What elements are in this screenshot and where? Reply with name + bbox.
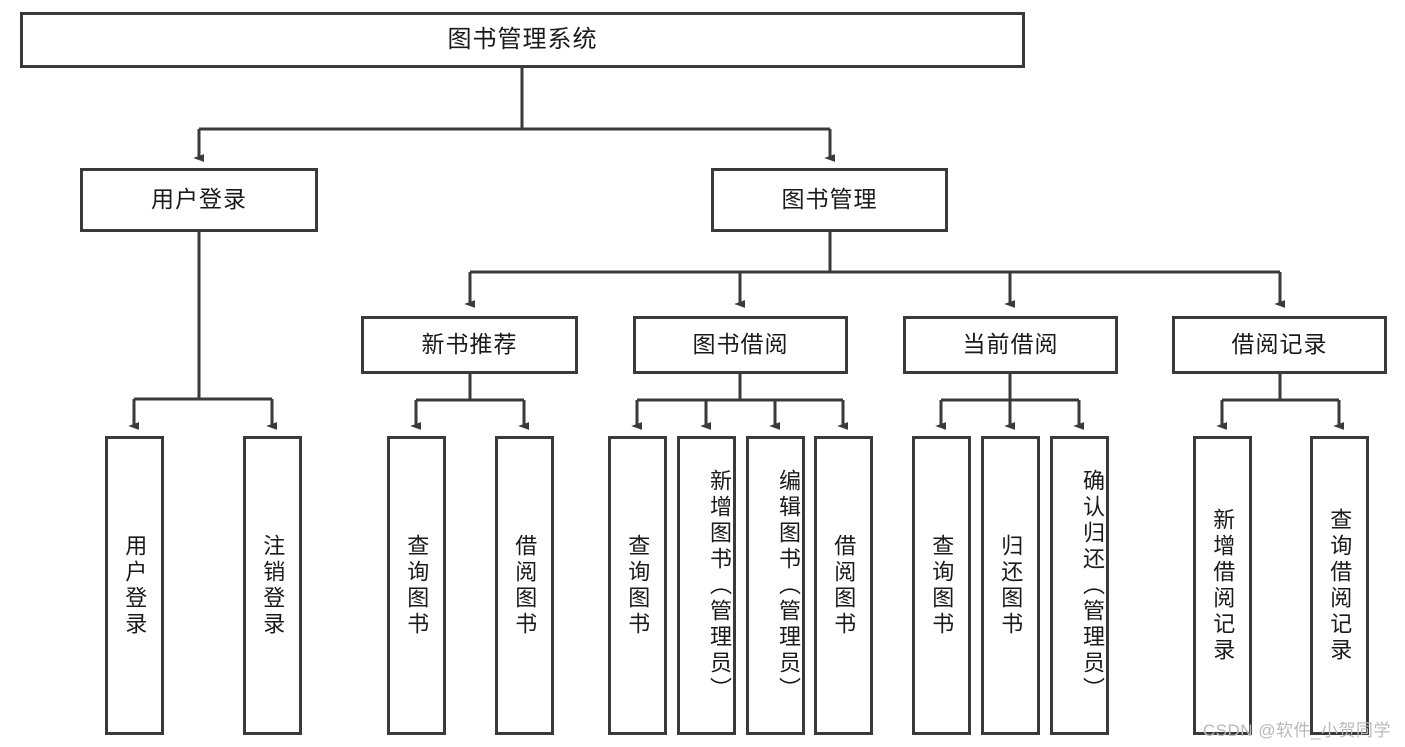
node-book-management[interactable]: 图书管理 (711, 168, 948, 232)
leaf-label: 借阅图书 (512, 533, 538, 638)
leaf-label: 查询借阅记录 (1327, 507, 1353, 664)
leaf-query-book-recommend[interactable]: 查询图书 (387, 436, 446, 735)
leaf-confirm-return-admin[interactable]: 确认归还（管理员） (1050, 436, 1109, 735)
node-label: 新书推荐 (421, 331, 518, 358)
leaf-label: 查询图书 (404, 533, 430, 638)
leaf-return-book[interactable]: 归还图书 (981, 436, 1040, 735)
node-label: 借阅记录 (1231, 331, 1328, 358)
leaf-label: 新增图书（管理员） (707, 468, 732, 703)
node-current-borrow[interactable]: 当前借阅 (903, 316, 1118, 374)
leaf-logout-login[interactable]: 注销登录 (243, 436, 302, 735)
leaf-query-book-borrow[interactable]: 查询图书 (608, 436, 667, 735)
leaf-query-borrow-record[interactable]: 查询借阅记录 (1310, 436, 1369, 735)
node-label: 当前借阅 (962, 331, 1059, 358)
leaf-user-login[interactable]: 用户登录 (105, 436, 164, 735)
node-user-login[interactable]: 用户登录 (80, 168, 318, 232)
leaf-add-book-admin[interactable]: 新增图书（管理员） (677, 436, 736, 735)
node-new-book-recommend[interactable]: 新书推荐 (361, 316, 578, 374)
node-root-book-management-system[interactable]: 图书管理系统 (20, 12, 1025, 68)
node-label: 图书借阅 (692, 331, 789, 358)
leaf-query-book-current[interactable]: 查询图书 (912, 436, 971, 735)
leaf-label: 查询图书 (625, 533, 651, 638)
node-book-borrow[interactable]: 图书借阅 (633, 316, 848, 374)
leaf-label: 查询图书 (929, 533, 955, 638)
leaf-borrow-book-recommend[interactable]: 借阅图书 (495, 436, 554, 735)
leaf-add-borrow-record[interactable]: 新增借阅记录 (1193, 436, 1252, 735)
leaf-label: 新增借阅记录 (1210, 507, 1236, 664)
leaf-edit-book-admin[interactable]: 编辑图书（管理员） (746, 436, 805, 735)
leaf-label: 编辑图书（管理员） (776, 468, 801, 703)
leaf-borrow-book[interactable]: 借阅图书 (814, 436, 873, 735)
leaf-label: 注销登录 (260, 533, 286, 638)
node-label: 图书管理 (781, 186, 878, 213)
leaf-label: 用户登录 (122, 533, 148, 638)
csdn-watermark: CSDN @软件_小贺同学 (1202, 721, 1391, 740)
leaf-label: 借阅图书 (831, 533, 857, 638)
node-label: 图书管理系统 (447, 25, 598, 53)
node-borrow-record[interactable]: 借阅记录 (1172, 316, 1387, 374)
leaf-label: 确认归还（管理员） (1080, 468, 1105, 703)
node-label: 用户登录 (151, 186, 247, 213)
leaf-label: 归还图书 (998, 533, 1024, 638)
